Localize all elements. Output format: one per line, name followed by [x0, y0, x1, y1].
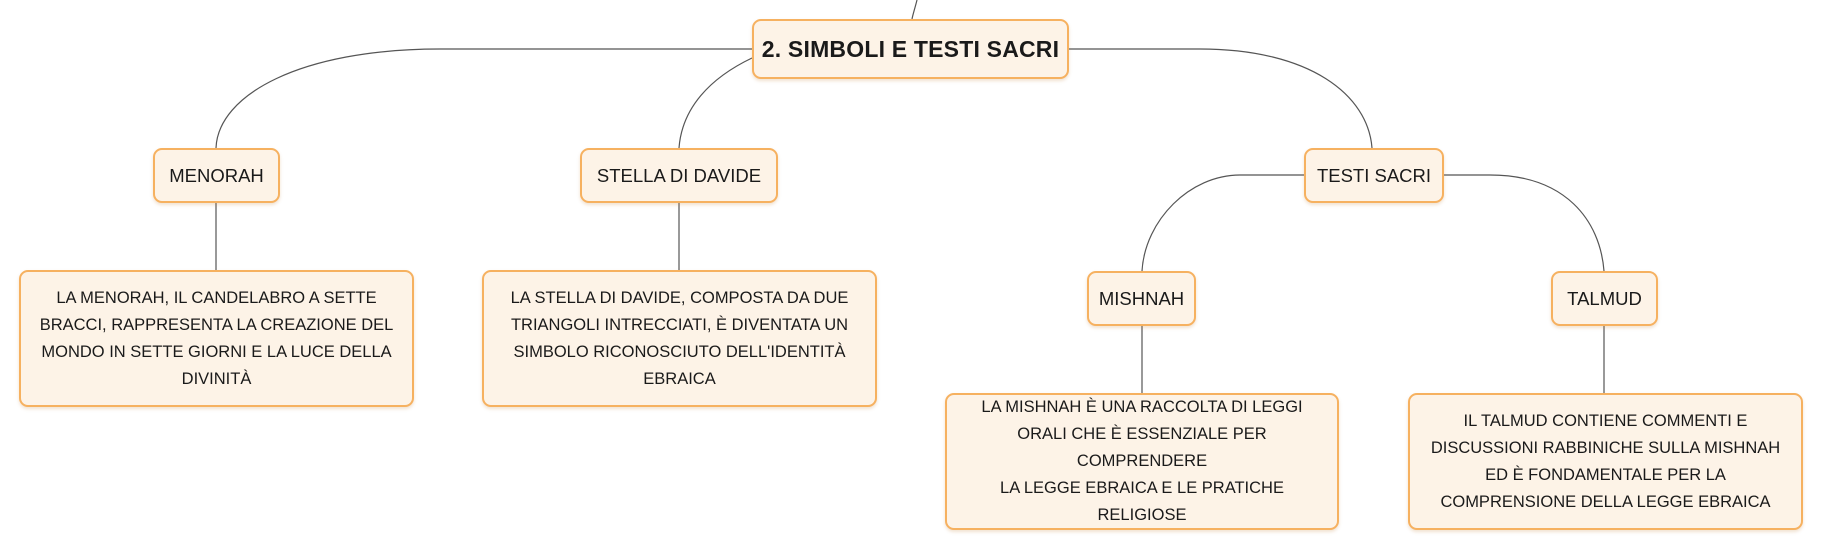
- topic-node-talmud[interactable]: TALMUD: [1551, 271, 1658, 326]
- leaf-line: LA LEGGE EBRAICA E LE PRATICHE RELIGIOSE: [1000, 479, 1284, 524]
- leaf-line: MONDO IN SETTE GIORNI E LA LUCE DELLA: [41, 342, 392, 361]
- topic-label-menorah: MENORAH: [169, 164, 264, 186]
- connector-root-testi: [1069, 48, 1373, 149]
- topic-label-testi-sacri: TESTI SACRI: [1316, 164, 1432, 186]
- leaf-node-menorah[interactable]: LA MENORAH, IL CANDELABRO A SETTE BRACCI…: [19, 270, 414, 407]
- connector-testi-mishnah: [1141, 174, 1304, 272]
- leaf-line: BRACCI, RAPPRESENTA LA CREAZIONE DEL: [39, 315, 394, 334]
- root-node[interactable]: 2. SIMBOLI E TESTI SACRI: [752, 19, 1069, 79]
- topic-node-testi-sacri[interactable]: TESTI SACRI: [1304, 148, 1444, 203]
- topic-label-mishnah: MISHNAH: [1098, 287, 1185, 309]
- leaf-line: ORALI CHE È ESSENZIALE PER COMPRENDERE: [1017, 425, 1267, 470]
- connector-root-stella: [678, 57, 753, 149]
- topic-node-mishnah[interactable]: MISHNAH: [1087, 271, 1196, 326]
- topic-label-stella-di-davide: STELLA DI DAVIDE: [596, 164, 762, 186]
- leaf-text-menorah: LA MENORAH, IL CANDELABRO A SETTE BRACCI…: [40, 285, 394, 393]
- leaf-text-stella-di-davide: LA STELLA DI DAVIDE, COMPOSTA DA DUE TRI…: [511, 285, 849, 393]
- leaf-line: EBRAICA: [643, 369, 716, 388]
- connector-root-menorah: [215, 48, 752, 149]
- leaf-line: LA MISHNAH È UNA RACCOLTA DI LEGGI: [981, 398, 1303, 416]
- leaf-line: IL TALMUD CONTIENE COMMENTI E: [1463, 411, 1748, 430]
- leaf-line: ED È FONDAMENTALE PER LA: [1485, 465, 1726, 484]
- leaf-node-stella-di-davide[interactable]: LA STELLA DI DAVIDE, COMPOSTA DA DUE TRI…: [482, 270, 877, 407]
- leaf-line: LA STELLA DI DAVIDE, COMPOSTA DA DUE: [510, 288, 849, 307]
- connector-parent-root: [911, 0, 918, 20]
- leaf-text-talmud: IL TALMUD CONTIENE COMMENTI E DISCUSSION…: [1431, 408, 1780, 516]
- leaf-line: COMPRENSIONE DELLA LEGGE EBRAICA: [1440, 492, 1771, 511]
- leaf-text-mishnah: LA MISHNAH È UNA RACCOLTA DI LEGGI ORALI…: [957, 394, 1327, 529]
- connector-testi-talmud: [1444, 174, 1605, 272]
- topic-label-talmud: TALMUD: [1567, 287, 1642, 309]
- leaf-line: DISCUSSIONI RABBINICHE SULLA MISHNAH: [1430, 438, 1781, 457]
- leaf-node-mishnah[interactable]: LA MISHNAH È UNA RACCOLTA DI LEGGI ORALI…: [945, 393, 1339, 530]
- leaf-line: DIVINITÀ: [181, 369, 252, 388]
- leaf-node-talmud[interactable]: IL TALMUD CONTIENE COMMENTI E DISCUSSION…: [1408, 393, 1803, 530]
- leaf-line: TRIANGOLI INTRECCIATI, È DIVENTATA UN: [510, 315, 849, 334]
- topic-node-menorah[interactable]: MENORAH: [153, 148, 280, 203]
- root-label: 2. SIMBOLI E TESTI SACRI: [761, 35, 1060, 62]
- leaf-line: LA MENORAH, IL CANDELABRO A SETTE: [56, 288, 377, 307]
- leaf-line: SIMBOLO RICONOSCIUTO DELL'IDENTITÀ: [513, 342, 846, 361]
- topic-node-stella-di-davide[interactable]: STELLA DI DAVIDE: [580, 148, 778, 203]
